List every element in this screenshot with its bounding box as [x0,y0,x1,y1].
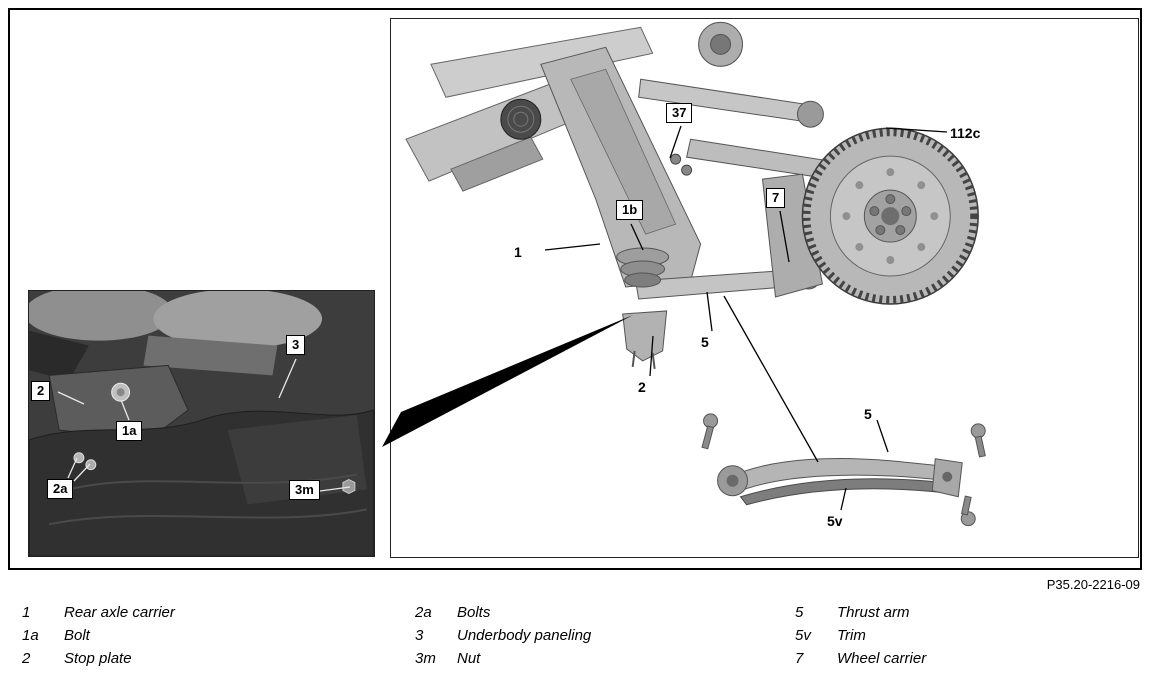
legend-label: Stop plate [64,650,132,667]
legend-key: 5v [795,627,811,644]
callout-main-7: 7 [766,188,786,208]
callout-inset-3: 3 [286,335,306,355]
legend-item-3: 3 Underbody paneling [415,627,591,644]
legend-item-1: 1 Rear axle carrier [22,604,175,621]
legend-item-3m: 3m Nut [415,650,480,667]
legend-key: 2a [415,604,432,621]
callout-main-112c: 112c [950,125,981,141]
callout-main-5-exploded: 5 [864,406,872,422]
legend-item-2: 2 Stop plate [22,650,132,667]
legend-key: 5 [795,604,804,621]
callout-inset-2: 2 [31,381,51,401]
legend-key: 7 [795,650,804,667]
legend-item-2a: 2a Bolts [415,604,490,621]
legend-item-7: 7 Wheel carrier [795,650,926,667]
callout-main-1: 1 [514,244,522,260]
inset-photo [28,290,375,557]
main-illustration [405,21,986,527]
legend-label: Rear axle carrier [64,604,175,621]
main-photo [390,18,1139,558]
figure-reference: P35.20-2216-09 [1046,577,1140,592]
callout-main-5-assembly: 5 [701,334,709,350]
legend-key: 3m [415,650,436,667]
legend-item-1a: 1a Bolt [22,627,90,644]
legend-item-5v: 5v Trim [795,627,866,644]
legend-key: 2 [22,650,31,667]
legend-label: Trim [837,627,866,644]
callout-main-2: 2 [638,379,646,395]
legend-key: 1 [22,604,31,621]
callout-inset-2a: 2a [47,479,74,499]
legend-label: Bolt [64,627,90,644]
legend-label: Nut [457,650,481,667]
callout-main-37: 37 [666,103,693,123]
callout-inset-1a: 1a [116,421,143,441]
legend-label: Underbody paneling [457,627,592,644]
legend-item-5: 5 Thrust arm [795,604,910,621]
callout-main-1b: 1b [616,200,644,220]
legend-label: Bolts [457,604,491,621]
callout-inset-3m: 3m [289,480,320,500]
inset-illustration [29,291,374,556]
legend-key: 1a [22,627,39,644]
callout-main-5v: 5v [827,513,843,529]
legend-label: Wheel carrier [837,650,927,667]
legend-key: 3 [415,627,424,644]
legend-label: Thrust arm [837,604,910,621]
